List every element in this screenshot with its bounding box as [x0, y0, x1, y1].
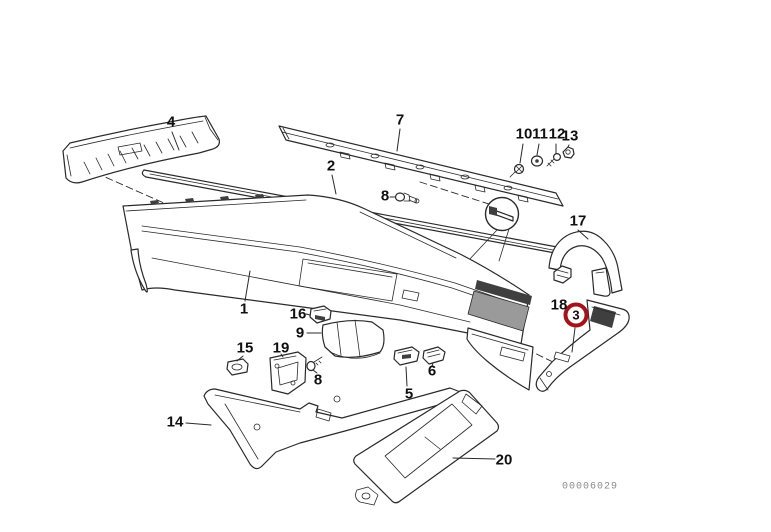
callout-20[interactable]: 20 — [495, 451, 513, 469]
callout-4[interactable]: 4 — [166, 113, 176, 131]
callout-13[interactable]: 13 — [561, 127, 579, 145]
part-7-upper-rail-drawing — [278, 125, 564, 207]
callout-12[interactable]: 12 — [548, 125, 566, 143]
callout-19[interactable]: 19 — [272, 339, 290, 357]
part-6-clip-drawing — [422, 346, 446, 365]
part-1-bumper-drawing — [122, 194, 534, 391]
part-19-bracket-drawing — [269, 351, 307, 395]
part-16-clip-drawing — [309, 305, 332, 324]
callout-1[interactable]: 1 — [239, 300, 249, 318]
part-20-tray-drawing — [353, 389, 500, 506]
callout-6[interactable]: 6 — [427, 362, 437, 380]
callout-8[interactable]: 8 — [313, 371, 323, 389]
washer-11-drawing — [530, 155, 544, 167]
screw-12-drawing — [546, 153, 561, 167]
callout-9[interactable]: 9 — [295, 324, 305, 342]
callout-10[interactable]: 10 — [515, 125, 533, 143]
part-9-plate-drawing — [321, 319, 385, 359]
part-15-clip-drawing — [226, 358, 249, 376]
part-4-side-strip-drawing — [62, 115, 220, 184]
callout-2[interactable]: 2 — [326, 157, 336, 175]
callout-15[interactable]: 15 — [236, 339, 254, 357]
nut-13-drawing — [562, 146, 575, 159]
screw-10-drawing — [509, 163, 525, 178]
fastener-set-drawing — [509, 146, 575, 178]
callout-3-highlighted[interactable]: 3 — [563, 302, 589, 328]
part-18-clip-drawing — [553, 265, 572, 284]
callout-17[interactable]: 17 — [569, 212, 587, 230]
callout-11[interactable]: 11 — [532, 125, 548, 143]
callout-leader-lines — [171, 128, 589, 460]
callout-5[interactable]: 5 — [404, 385, 414, 403]
drawing-code: 00006029 — [561, 481, 619, 493]
callout-18[interactable]: 18 — [550, 296, 568, 314]
part-17-arch-bracket-drawing — [548, 230, 623, 297]
callout-16[interactable]: 16 — [289, 305, 307, 323]
part-3-end-cap-drawing — [535, 299, 630, 392]
detail-magnifier-circle — [467, 196, 520, 262]
part-5-clip-drawing — [393, 346, 420, 366]
callout-7[interactable]: 7 — [395, 111, 405, 129]
screw-8-lower-drawing — [306, 356, 323, 372]
callout-8[interactable]: 8 — [380, 187, 390, 205]
callout-14[interactable]: 14 — [166, 413, 184, 431]
